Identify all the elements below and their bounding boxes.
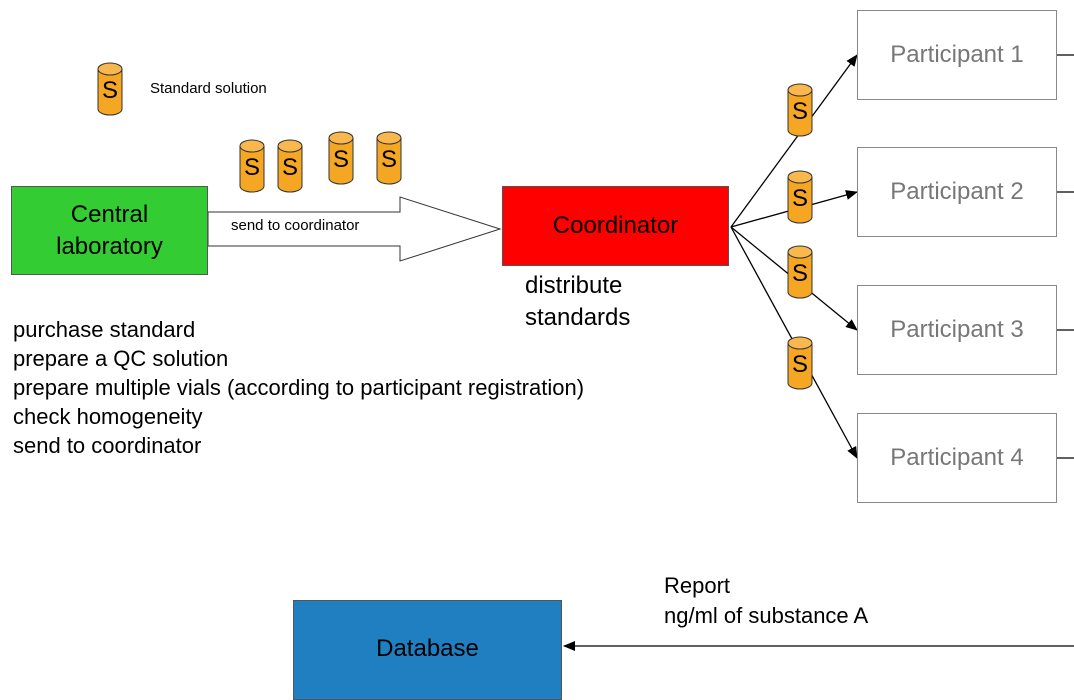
vial-icon: S — [787, 336, 813, 390]
report-line: ng/ml of substance A — [664, 603, 869, 628]
participant-label: Participant 1 — [890, 41, 1024, 68]
vial-icon: S — [376, 131, 402, 185]
distribute-line: standards — [525, 304, 631, 331]
step-item: prepare multiple vials (according to par… — [13, 375, 585, 400]
vial-letter: S — [102, 77, 118, 104]
step-item: check homogeneity — [13, 404, 203, 429]
report-line: Report — [664, 573, 731, 598]
legend-vial-icon: S — [97, 62, 123, 116]
database-box: Database — [293, 600, 562, 700]
participant-3-box: Participant 3 — [857, 285, 1057, 375]
svg-text:S: S — [792, 351, 808, 378]
step-item: prepare a QC solution — [13, 346, 229, 371]
svg-text:S: S — [333, 146, 349, 173]
vial-icon: S — [328, 131, 354, 185]
svg-text:S: S — [282, 154, 298, 181]
central-lab-line: Central — [70, 200, 149, 228]
report-label: Report ng/ml of substance A — [664, 571, 868, 631]
central-laboratory-box: Central laboratory — [11, 186, 208, 275]
participant-label: Participant 4 — [890, 444, 1024, 471]
step-item: purchase standard — [13, 317, 196, 342]
vial-icon: S — [787, 170, 813, 224]
vial-icon: S — [277, 139, 303, 193]
diagram-canvas: S S S S S S S S S — [97, 54, 1074, 651]
coordinator-box: Coordinator — [502, 186, 729, 266]
participant-label: Participant 3 — [890, 316, 1024, 343]
legend-label: Standard solution — [150, 80, 267, 97]
vial-icon: S — [787, 245, 813, 299]
database-label: Database — [376, 635, 479, 662]
participant-2-box: Participant 2 — [857, 147, 1057, 237]
svg-text:S: S — [792, 98, 808, 125]
send-arrow-label: send to coordinator — [231, 217, 360, 234]
vial-icon: S — [787, 83, 813, 137]
distribute-label: distribute standards — [525, 270, 630, 334]
svg-text:S: S — [244, 154, 260, 181]
participant-4-box: Participant 4 — [857, 413, 1057, 503]
participant-label: Participant 2 — [890, 178, 1024, 205]
step-item: send to coordinator — [13, 433, 202, 458]
participant-1-box: Participant 1 — [857, 10, 1057, 100]
vial-icon: S — [239, 139, 265, 193]
coordinator-label: Coordinator — [552, 212, 679, 239]
svg-text:S: S — [792, 260, 808, 287]
svg-text:S: S — [792, 185, 808, 212]
central-lab-steps: purchase standard prepare a QC solution … — [13, 315, 584, 460]
distribute-line: distribute — [525, 272, 623, 299]
send-arrow-shape — [207, 196, 502, 262]
participant-output-stubs — [1057, 54, 1074, 459]
svg-text:S: S — [381, 146, 397, 173]
central-lab-line: laboratory — [56, 232, 163, 260]
